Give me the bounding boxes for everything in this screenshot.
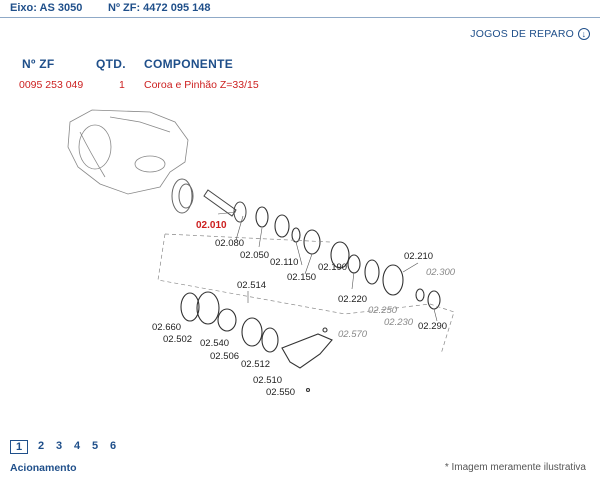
label-02502[interactable]: 02.502 <box>163 334 192 345</box>
acionamento-link[interactable]: Acionamento <box>10 462 77 474</box>
pagination: 1 2 3 4 5 6 <box>10 440 118 454</box>
label-02514[interactable]: 02.514 <box>237 280 266 291</box>
seal-parts <box>180 291 333 393</box>
page-4[interactable]: 4 <box>73 440 81 452</box>
label-02210[interactable]: 02.210 <box>404 251 433 262</box>
label-02300[interactable]: 02.300 <box>426 267 456 278</box>
label-02050[interactable]: 02.050 <box>240 250 269 261</box>
jogos-reparo-link[interactable]: JOGOS DE REPARO ↓ <box>470 28 590 40</box>
eixo-label: Eixo: AS 3050 <box>10 2 83 14</box>
label-02190[interactable]: 02.190 <box>318 262 347 273</box>
label-02010[interactable]: 02.010 <box>196 220 227 231</box>
page-2[interactable]: 2 <box>37 440 45 452</box>
label-02150[interactable]: 02.150 <box>287 272 316 283</box>
leader-lines <box>217 211 438 322</box>
col-componente: COMPONENTE <box>144 57 234 71</box>
crown-gear <box>171 178 194 214</box>
dashed-boundary <box>157 233 455 355</box>
row-nzf[interactable]: 0095 253 049 <box>19 79 84 91</box>
col-nzf: Nº ZF <box>22 57 55 71</box>
col-qtd: QTD. <box>96 57 126 71</box>
label-02110[interactable]: 02.110 <box>270 257 298 268</box>
label-02512[interactable]: 02.512 <box>241 359 270 370</box>
page-3[interactable]: 3 <box>55 440 63 452</box>
footnote: * Imagem meramente ilustrativa <box>444 462 586 473</box>
page-5[interactable]: 5 <box>91 440 99 452</box>
download-arrow-icon: ↓ <box>578 28 590 40</box>
label-02230[interactable]: 02.230 <box>384 317 414 328</box>
exploded-diagram: 02.010 02.080 02.050 02.110 02.150 02.19… <box>67 109 456 398</box>
label-02510[interactable]: 02.510 <box>253 375 282 386</box>
row-qtd: 1 <box>119 79 125 91</box>
row-componente[interactable]: Coroa e Pinhão Z=33/15 <box>144 79 259 91</box>
label-02660[interactable]: 02.660 <box>152 322 181 333</box>
label-02290[interactable]: 02.290 <box>418 321 447 332</box>
label-02250[interactable]: 02.250 <box>368 305 398 316</box>
label-02540[interactable]: 02.540 <box>200 338 229 349</box>
page-6[interactable]: 6 <box>109 440 117 452</box>
label-02220[interactable]: 02.220 <box>338 294 367 305</box>
nzf-header: Nº ZF: 4472 095 148 <box>108 2 211 14</box>
housing-drawing <box>67 109 189 195</box>
header-divider <box>0 17 600 18</box>
page-1[interactable]: 1 <box>10 440 28 454</box>
label-02080[interactable]: 02.080 <box>215 238 244 249</box>
pinion-shaft <box>203 189 247 223</box>
jogos-reparo-label: JOGOS DE REPARO <box>470 28 574 40</box>
label-02570[interactable]: 02.570 <box>338 329 368 340</box>
label-02550[interactable]: 02.550 <box>266 387 295 398</box>
label-02506[interactable]: 02.506 <box>210 351 239 362</box>
